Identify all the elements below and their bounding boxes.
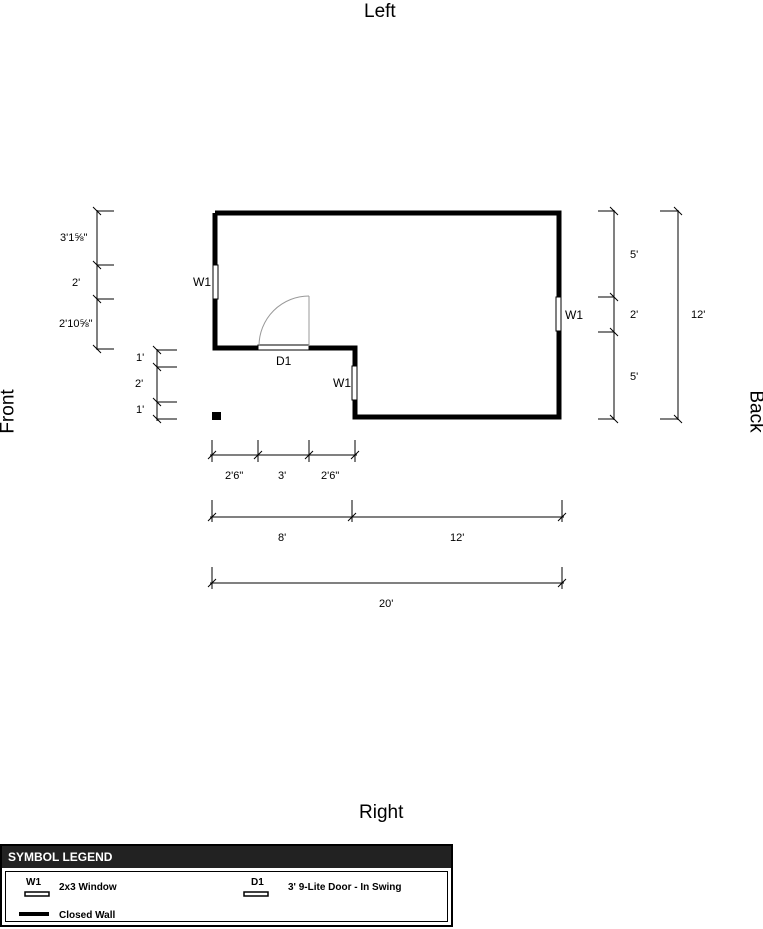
side-label-top: Left: [364, 1, 396, 22]
dim-text-bottom-mid-1: 8': [278, 532, 286, 544]
dim-text-bottom-door-1: 2'6": [225, 470, 243, 482]
dim-text-left-lower-3: 1': [136, 404, 144, 416]
window-label-step: W1: [333, 376, 351, 390]
door-swing-arc: [258, 295, 310, 347]
legend-door-label: 3' 9-Lite Door - In Swing: [288, 882, 402, 893]
dim-bottom-door: [207, 440, 360, 462]
post: [212, 412, 221, 420]
window-left-symbol: [212, 264, 219, 300]
dim-left-lower: [152, 345, 177, 424]
exterior-wall: [212, 210, 562, 420]
legend-wall-label: Closed Wall: [59, 910, 116, 921]
window-right-symbol: [555, 296, 562, 332]
dim-left-upper: [92, 206, 114, 354]
dim-bottom-mid: [207, 500, 567, 522]
legend-window-code: W1: [26, 877, 41, 888]
dim-text-right-inner-3: 5': [630, 371, 638, 383]
door-label: D1: [276, 354, 292, 368]
dim-text-right-inner-2: 2': [630, 309, 638, 321]
dim-text-bottom-mid-2: 12': [450, 532, 464, 544]
dim-text-bottom-door-3: 2'6": [321, 470, 339, 482]
dim-bottom-total: [207, 567, 567, 589]
dim-text-left-upper-3: 2'10⅝": [59, 318, 93, 330]
window-step-symbol: [351, 365, 358, 401]
dim-text-bottom-total: 20': [379, 598, 393, 610]
dim-text-right-inner-1: 5': [630, 249, 638, 261]
dim-text-left-upper-2: 2': [72, 277, 80, 289]
legend-door-symbol: [243, 891, 269, 897]
dim-text-left-upper-1: 3'1⅝": [60, 232, 88, 244]
symbol-legend: SYMBOL LEGEND W1 2x3 Window D1 3' 9-Lite…: [0, 844, 453, 927]
dim-text-left-lower-1: 1': [136, 352, 144, 364]
legend-window-symbol: [24, 891, 50, 897]
dim-right-inner: [598, 206, 619, 424]
dim-text-right-outer: 12': [691, 309, 705, 321]
legend-wall-symbol: [19, 912, 49, 916]
legend-body: W1 2x3 Window D1 3' 9-Lite Door - In Swi…: [5, 871, 448, 922]
dim-text-left-lower-2: 2': [135, 378, 143, 390]
side-label-bottom: Right: [359, 802, 404, 823]
window-label-right: W1: [565, 308, 583, 322]
legend-title: SYMBOL LEGEND: [2, 846, 451, 868]
window-label-left: W1: [193, 275, 211, 289]
door-symbol: [257, 344, 310, 351]
dim-text-bottom-door-2: 3': [278, 470, 286, 482]
floor-plan: W1 W1 W1 D1 3'1⅝" 2' 2'10⅝" 1' 2' 1' 5' …: [59, 206, 705, 610]
legend-window-label: 2x3 Window: [59, 882, 117, 893]
legend-door-code: D1: [251, 877, 264, 888]
dim-right-outer: [660, 206, 683, 424]
